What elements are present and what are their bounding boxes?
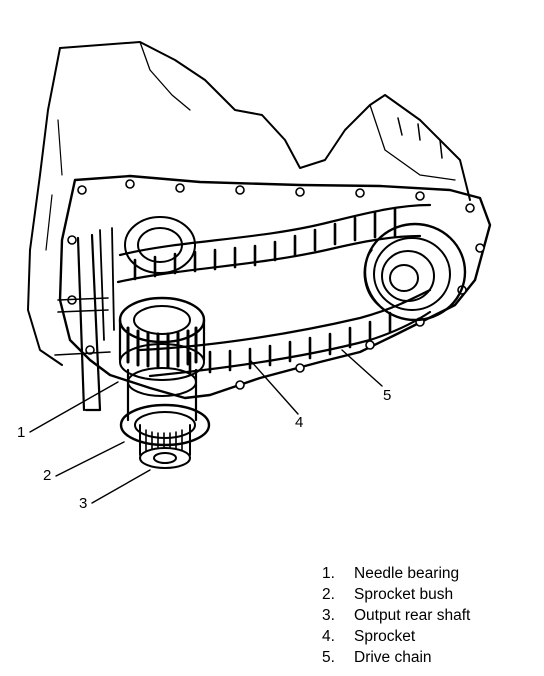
legend-item: 1. Needle bearing <box>322 563 532 584</box>
shift-rails <box>54 227 115 412</box>
legend-number: 1. <box>322 565 335 582</box>
legend-number: 3. <box>322 607 335 624</box>
legend-item: 3. Output rear shaft <box>322 605 532 626</box>
legend-item: 5. Drive chain <box>322 647 532 668</box>
case-flange <box>58 174 492 400</box>
callout-1: 1 <box>17 424 26 441</box>
front-output-sprocket <box>363 222 467 322</box>
drive-sprocket <box>118 216 206 381</box>
legend-number: 5. <box>322 649 335 666</box>
legend-label: Needle bearing <box>354 565 460 582</box>
callout-2: 2 <box>43 467 52 484</box>
output-rear-shaft <box>119 367 211 469</box>
legend-label: Output rear shaft <box>354 607 471 624</box>
legend-item: 4. Sprocket <box>322 626 532 647</box>
drive-chain <box>116 203 432 378</box>
callout-5: 5 <box>383 387 392 404</box>
callout-3: 3 <box>79 495 88 512</box>
leader-lines <box>29 349 383 504</box>
transmission-housing <box>27 41 471 366</box>
legend-label: Sprocket bush <box>354 586 454 603</box>
callout-4: 4 <box>295 414 304 431</box>
legend-number: 4. <box>322 628 335 645</box>
transfer-case-drawing <box>27 41 492 504</box>
legend-number: 2. <box>322 586 335 603</box>
legend-label: Sprocket <box>354 628 416 645</box>
legend-label: Drive chain <box>354 649 432 666</box>
parts-legend: 1. Needle bearing 2. Sprocket bush 3. Ou… <box>322 563 532 668</box>
legend-item: 2. Sprocket bush <box>322 584 532 605</box>
